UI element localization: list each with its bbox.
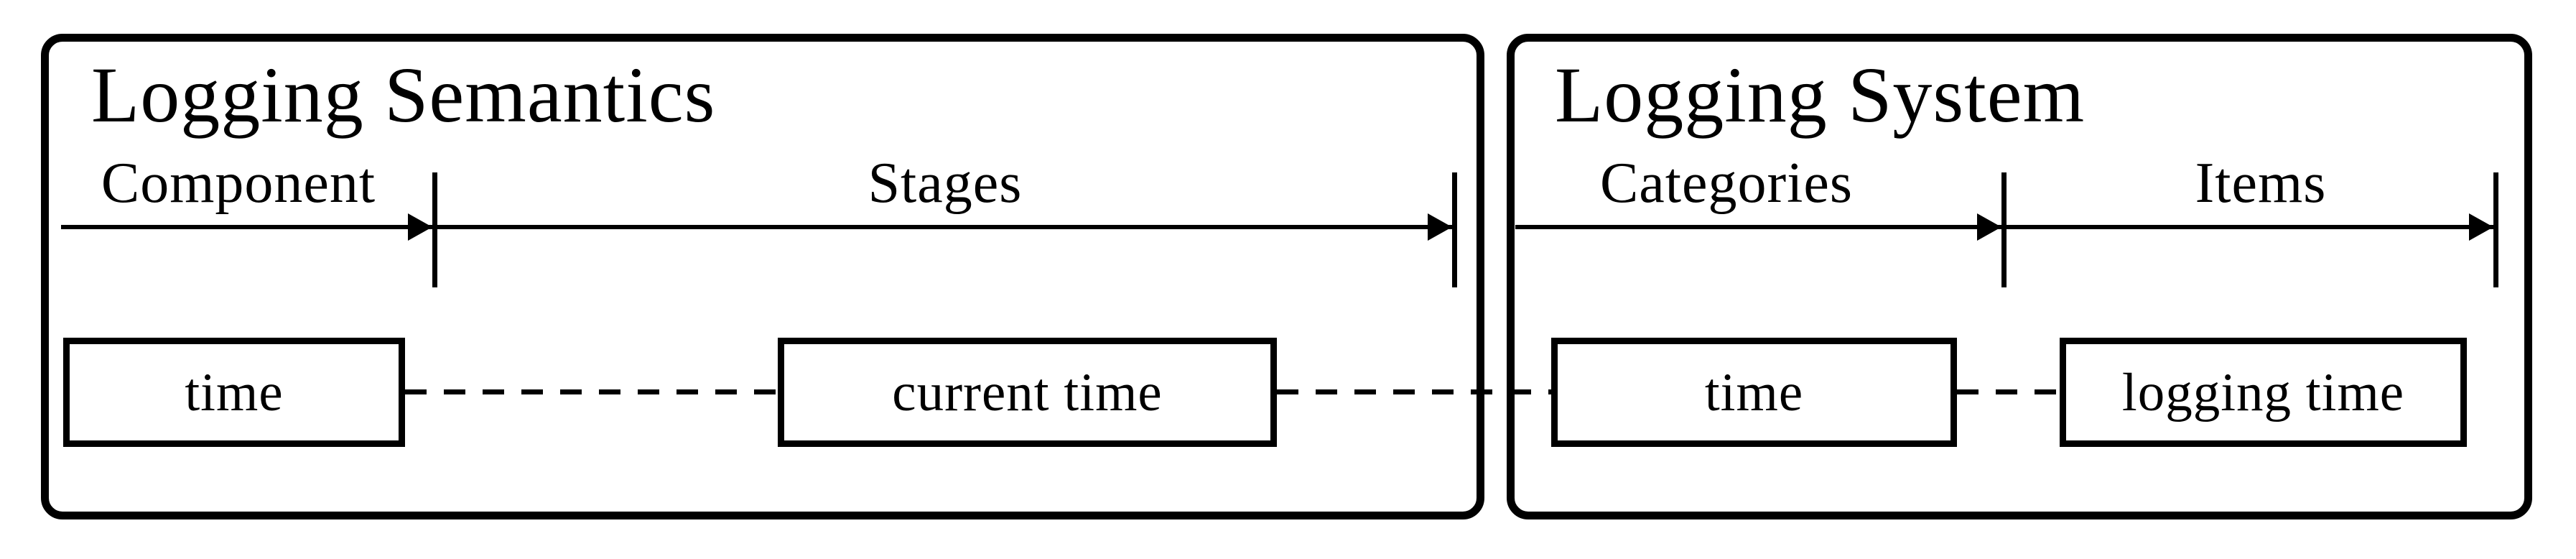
current-time-box-label: current time: [892, 362, 1163, 422]
categories-arrowhead-icon: [1977, 213, 2001, 241]
component-segment-label: Component: [101, 152, 376, 215]
logging-system-title: Logging System: [1555, 51, 2086, 139]
categories-items-boundary-tick: [2001, 172, 2007, 287]
semantics-time-box-label: time: [185, 362, 284, 422]
logging-time-box: logging time: [2060, 338, 2467, 447]
items-arrow-line: [2007, 225, 2493, 229]
stages-segment-label: Stages: [868, 152, 1023, 215]
system-time-box: time: [1551, 338, 1957, 447]
time-to-current-time-dashed-connector: [405, 389, 778, 394]
logging-semantics-panel-border: [41, 34, 1484, 519]
component-stages-boundary-tick: [432, 172, 437, 287]
items-arrowhead-icon: [2469, 213, 2493, 241]
time-to-logging-time-dashed-connector: [1957, 389, 2060, 394]
logging-time-box-label: logging time: [2121, 362, 2405, 422]
component-arrowhead-icon: [408, 213, 432, 241]
logging-semantics-title: Logging Semantics: [91, 51, 716, 139]
stages-end-tick: [1452, 172, 1457, 287]
current-time-box: current time: [778, 338, 1277, 447]
current-time-to-time-dashed-connector: [1277, 389, 1551, 394]
items-segment-label: Items: [2195, 152, 2327, 215]
items-end-tick: [2493, 172, 2498, 287]
stages-arrowhead-icon: [1428, 213, 1452, 241]
categories-segment-label: Categories: [1599, 152, 1854, 215]
system-time-box-label: time: [1704, 362, 1804, 422]
stages-arrow-line: [437, 225, 1452, 229]
logging-system-panel-border: [1507, 34, 2532, 519]
component-arrow-line: [61, 225, 432, 229]
categories-arrow-line: [1515, 225, 2001, 229]
semantics-time-box: time: [63, 338, 405, 447]
